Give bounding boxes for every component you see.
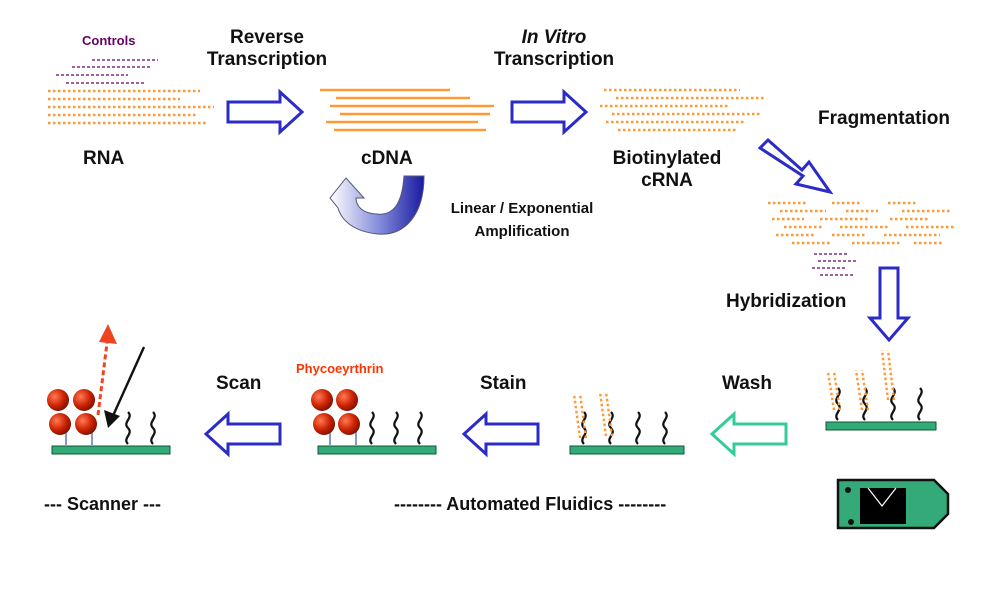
reverse-transcription-line-2: Transcription [206, 49, 328, 71]
hybridization-label: Hybridization [726, 291, 847, 312]
stain-chip [311, 389, 437, 455]
fragmentation-label: Fragmentation [818, 108, 950, 129]
laser-excitation-arrow [104, 346, 146, 428]
arrow-scan [203, 410, 282, 458]
wash-chip [569, 391, 685, 455]
hybridization-chip [825, 349, 937, 431]
biotinylated-crna-label: Biotinylated cRNA [604, 148, 730, 193]
fragmented-crna [768, 201, 956, 245]
rna-strands [48, 89, 214, 125]
amplification-line-1: Linear / Exponential [450, 200, 594, 217]
controls-label: Controls [82, 33, 136, 48]
biotinylated-line-1: Biotinylated [612, 148, 722, 169]
scan-label: Scan [216, 373, 262, 394]
scan-chip [47, 389, 171, 455]
fluidics-cartridge-icon [836, 478, 950, 530]
arrow-fragmentation [757, 137, 834, 195]
arrow-reverse-transcription [226, 88, 305, 136]
amplification-loop-icon [329, 175, 425, 235]
in-vitro-transcription-label: In Vitro Transcription [486, 27, 622, 72]
reverse-transcription-line-1: Reverse [230, 27, 304, 48]
in-vitro-label: In Vitro [521, 27, 587, 48]
cdna-label: cDNA [361, 148, 413, 169]
automated-fluidics-label: -------- Automated Fluidics -------- [394, 494, 667, 514]
rna-label: RNA [83, 148, 125, 169]
amplification-line-2: Amplification [474, 223, 570, 241]
transcription-label: Transcription [493, 49, 615, 71]
phycoerythrin-label: Phycoeyrthrin [296, 361, 384, 376]
arrow-stain [461, 410, 540, 458]
amplification-label: Linear / Exponential Amplification [432, 197, 612, 244]
arrow-in-vitro-transcription [510, 88, 589, 136]
fluorescence-emission-arrow [96, 324, 117, 416]
reverse-transcription-label: Reverse Transcription [205, 27, 329, 72]
wash-label: Wash [722, 373, 772, 394]
stain-label: Stain [480, 373, 527, 394]
arrow-wash [709, 410, 788, 458]
control-strands [56, 59, 158, 84]
cdna-strands [320, 88, 494, 132]
arrow-hybridization [866, 266, 912, 343]
scanner-label: --- Scanner --- [44, 494, 161, 514]
crna-strands [600, 88, 766, 132]
fragment-controls [812, 253, 856, 276]
biotinylated-line-2: cRNA [641, 170, 693, 192]
